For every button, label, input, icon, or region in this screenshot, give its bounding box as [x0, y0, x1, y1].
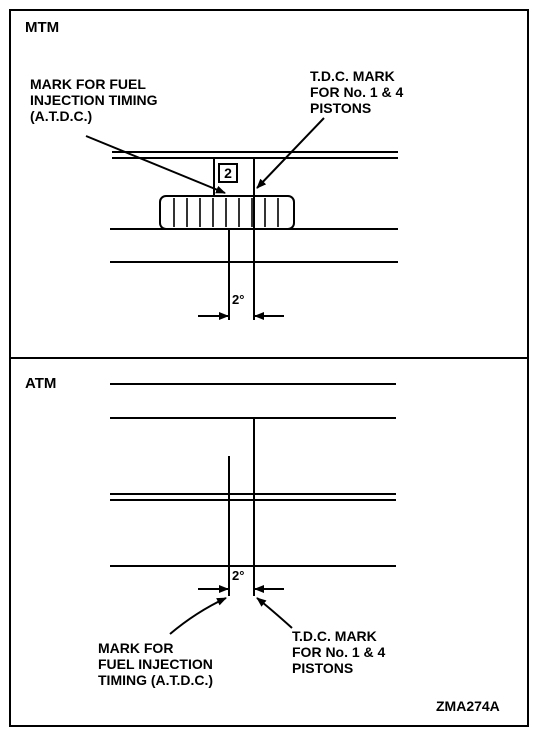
- atm-section-label: ATM: [25, 375, 57, 392]
- mtm-tdc-label-line-2: FOR No. 1 & 4: [310, 84, 404, 100]
- atm-tdc-label-line-3: PISTONS: [292, 660, 354, 676]
- atm-tdc-mark-label: T.D.C. MARK FOR No. 1 & 4 PISTONS: [292, 628, 385, 676]
- atm-fuel-label-line-1: MARK FOR: [98, 640, 174, 656]
- atm-tdc-label-line-2: FOR No. 1 & 4: [292, 644, 386, 660]
- atm-fuel-mark-leader: [169, 597, 227, 635]
- mtm-tdc-mark-label: T.D.C. MARK FOR No. 1 & 4 PISTONS: [310, 68, 403, 116]
- mtm-fuel-mark-leader: [85, 135, 226, 194]
- section-divider: [9, 357, 529, 359]
- mtm-tdc-label-line-1: T.D.C. MARK: [310, 68, 395, 84]
- atm-tdc-mark-leader: [256, 597, 293, 629]
- atm-angle-label: 2°: [232, 568, 245, 583]
- mtm-flywheel-teeth: [173, 198, 279, 227]
- mtm-fuel-injection-mark-label: MARK FOR FUEL INJECTION TIMING (A.T.D.C.…: [30, 76, 158, 124]
- atm-fuel-injection-mark-label: MARK FOR FUEL INJECTION TIMING (A.T.D.C.…: [98, 640, 213, 688]
- atm-tdc-label-line-1: T.D.C. MARK: [292, 628, 377, 644]
- mtm-tdc-mark-leader: [256, 117, 325, 189]
- mtm-tdc-label-line-3: PISTONS: [310, 100, 372, 116]
- figure-code: ZMA274A: [436, 698, 500, 714]
- mtm-flywheel-teeth-strip: [159, 195, 295, 230]
- mtm-pointer-block: [213, 158, 255, 196]
- mtm-fuel-label-line-3: (A.T.D.C.): [30, 108, 93, 124]
- atm-fuel-label-line-2: FUEL INJECTION: [98, 656, 213, 672]
- mtm-fuel-label-line-1: MARK FOR FUEL: [30, 76, 146, 92]
- mtm-angle-label: 2°: [232, 292, 245, 307]
- mtm-drawing: [85, 117, 398, 320]
- mtm-fuel-label-line-2: INJECTION TIMING: [30, 92, 158, 108]
- atm-drawing: [110, 383, 396, 635]
- mtm-section-label: MTM: [25, 19, 60, 36]
- atm-fuel-label-line-3: TIMING (A.T.D.C.): [98, 672, 214, 688]
- mtm-boxed-number: 2: [218, 163, 238, 183]
